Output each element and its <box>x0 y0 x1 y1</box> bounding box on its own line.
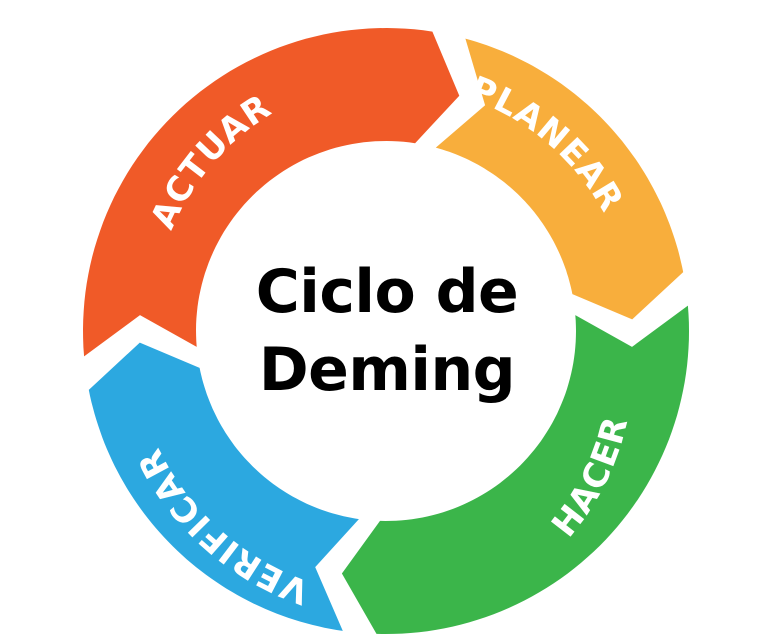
center-title: Ciclo de Deming <box>196 140 578 522</box>
segment-planear <box>435 38 684 320</box>
title-line-1: Ciclo de <box>255 257 519 327</box>
segment-hacer <box>341 305 689 634</box>
center-circle <box>197 142 575 520</box>
segments-layer <box>83 28 689 634</box>
segment-actuar <box>83 28 460 357</box>
segment-verificar <box>88 342 359 631</box>
title-line-2: Deming <box>258 335 516 405</box>
